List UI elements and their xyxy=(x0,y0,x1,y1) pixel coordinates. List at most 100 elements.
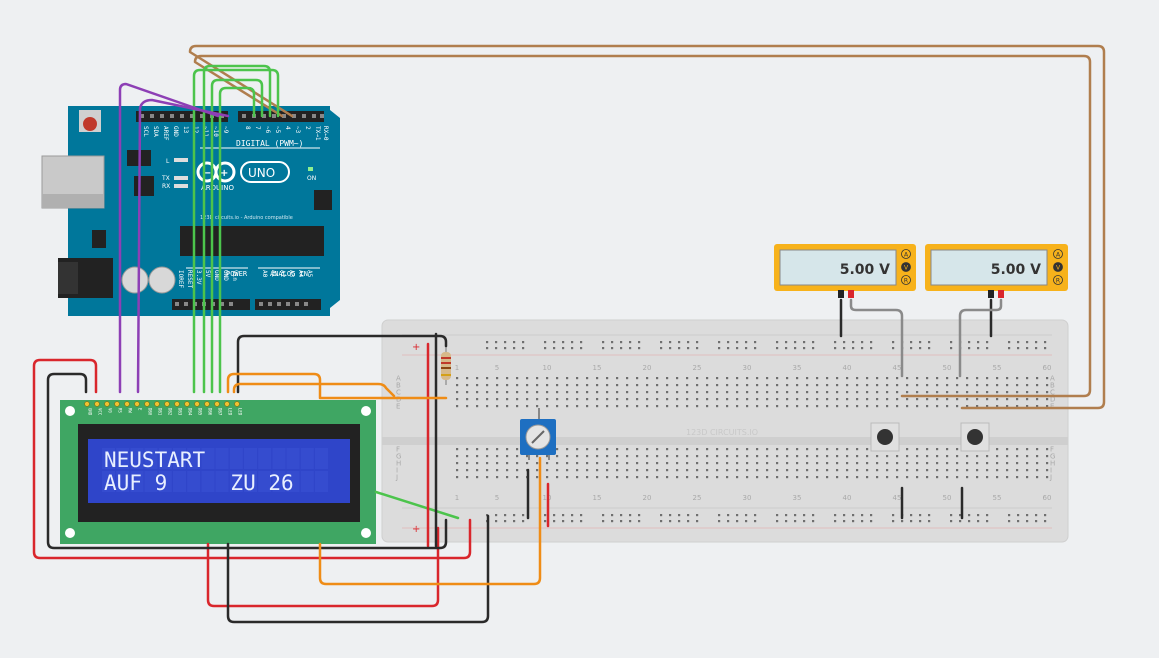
multimeter-2[interactable]: 5.00 V A V R xyxy=(925,244,1068,298)
digital-pin-label: 2 xyxy=(304,126,311,130)
lcd-pin-label: LED xyxy=(238,408,243,416)
lcd-pin-label: E xyxy=(138,408,143,411)
bb-col-number-bottom: 45 xyxy=(893,494,902,502)
digital-pin-label: SDA xyxy=(152,126,159,137)
multimeter-1-probe-com xyxy=(838,290,844,298)
digital-pin-label: 12 xyxy=(192,126,199,134)
wire-orange-2 xyxy=(232,382,396,398)
lcd-pin-label: GND xyxy=(88,408,93,416)
potentiometer[interactable] xyxy=(520,408,556,460)
digital-pin-label: ~9 xyxy=(222,126,229,134)
wire-black-3 xyxy=(226,514,490,624)
wire-brown-1 xyxy=(188,44,1106,410)
lcd-pin-label: V0 xyxy=(108,408,113,413)
bb-row-letter: C xyxy=(1050,389,1055,397)
bb-col-number-top: 50 xyxy=(943,364,952,372)
wire-purple-2 xyxy=(136,98,230,394)
resistor[interactable] xyxy=(441,342,451,385)
bb-row-letter: G xyxy=(396,453,401,461)
l-label: L xyxy=(166,158,170,165)
bb-row-letter: I xyxy=(396,467,398,475)
bb-col-number-top: 20 xyxy=(643,364,652,372)
voltage-regulator xyxy=(92,230,106,248)
bb-row-letter: I xyxy=(1050,467,1052,475)
digital-pin-label: TX→1 xyxy=(314,126,321,141)
breadboard-holes xyxy=(456,341,1049,523)
multimeter-1-mode-v[interactable]: V xyxy=(904,265,909,272)
multimeter-2-probe-com xyxy=(988,290,994,298)
lcd-pin-label: RS xyxy=(118,408,123,413)
wire-orange-1 xyxy=(226,372,448,400)
power-analog-pin-label: GND xyxy=(213,270,220,281)
multimeter-2-mode-a[interactable]: A xyxy=(1056,252,1061,259)
power-analog-pin-label: A4 xyxy=(297,270,304,278)
bb-row-letter: D xyxy=(1050,396,1055,404)
lcd-character-cells xyxy=(102,448,328,492)
bb-col-number-top: 5 xyxy=(495,364,499,372)
multimeter-1-mode-selector[interactable]: A V R xyxy=(901,249,911,285)
lcd-pin-label: VCC xyxy=(98,408,103,416)
on-label: ON xyxy=(307,175,316,182)
digital-pin-label: 13 xyxy=(182,126,189,134)
wire-green-3 xyxy=(210,78,264,394)
lcd-pin-label: DB1 xyxy=(158,408,163,416)
digital-pin-label: 7 xyxy=(254,126,261,130)
arduino-logo: − + xyxy=(196,161,290,183)
power-analog-pin-label: IOREF xyxy=(177,270,184,288)
wire-grey-2 xyxy=(958,298,1003,378)
multimeter-1-probe-v xyxy=(848,290,854,298)
bb-col-number-bottom: 35 xyxy=(793,494,802,502)
multimeter-2-mode-r[interactable]: R xyxy=(1056,278,1060,285)
bb-row-letter: G xyxy=(1050,453,1055,461)
lcd-pin-label: LED xyxy=(228,408,233,416)
digital-pin-label: ~6 xyxy=(264,126,271,134)
bb-col-number-bottom: 40 xyxy=(843,494,852,502)
bb-row-letter: H xyxy=(396,460,401,468)
breadboard[interactable]: 123D CIRCUITS.IO 11551010151520202525303… xyxy=(381,319,1069,543)
bb-col-number-top: 60 xyxy=(1043,364,1052,372)
push-button-2[interactable] xyxy=(960,422,990,452)
bb-col-number-bottom: 25 xyxy=(693,494,702,502)
capacitor-2 xyxy=(148,266,176,294)
wires xyxy=(32,44,1106,624)
bb-row-letter: E xyxy=(1050,403,1054,411)
bb-row-letter: B xyxy=(1050,382,1055,390)
digital-pin-label: ~5 xyxy=(274,126,281,134)
push-button-1[interactable] xyxy=(870,422,900,452)
svg-text:+: + xyxy=(220,168,228,179)
bb-col-number-bottom: 60 xyxy=(1043,494,1052,502)
lcd-line-2: AUF 9 ZU 26 xyxy=(104,471,294,495)
multimeter-1-mode-a[interactable]: A xyxy=(904,252,909,259)
bb-col-number-top: 10 xyxy=(543,364,552,372)
power-analog-pin-label: Vin xyxy=(231,270,238,281)
power-analog-pin-label: A0 xyxy=(261,270,268,278)
breadboard-watermark: 123D CIRCUITS.IO xyxy=(686,428,758,437)
compat-text: 123D circuits.io - Arduino compatible xyxy=(200,215,293,221)
wire-green-2 xyxy=(192,68,280,394)
bb-col-number-top: 1 xyxy=(455,364,459,372)
bb-row-letter: A xyxy=(396,375,401,383)
bb-col-number-top: 55 xyxy=(993,364,1002,372)
lcd-pin-label: DB2 xyxy=(168,408,173,416)
wire-green-5 xyxy=(374,490,460,520)
digital-pin-label: ~10 xyxy=(212,126,219,137)
multimeter-2-mode-selector[interactable]: A V R xyxy=(1053,249,1063,285)
bb-col-number-top: 45 xyxy=(893,364,902,372)
multimeter-1[interactable]: 5.00 V A V R xyxy=(774,244,916,298)
reset-button[interactable] xyxy=(83,117,97,131)
bb-row-letter: C xyxy=(396,389,401,397)
tx-label: TX xyxy=(161,175,170,182)
power-analog-pin-label: A2 xyxy=(279,270,286,278)
bb-col-number-bottom: 50 xyxy=(943,494,952,502)
multimeter-2-mode-v[interactable]: V xyxy=(1056,265,1061,272)
lcd-pin-label: DB4 xyxy=(188,408,193,416)
bb-row-letter: F xyxy=(1050,446,1054,454)
multimeter-1-mode-r[interactable]: R xyxy=(904,278,908,285)
wire-black-1 xyxy=(46,372,448,550)
